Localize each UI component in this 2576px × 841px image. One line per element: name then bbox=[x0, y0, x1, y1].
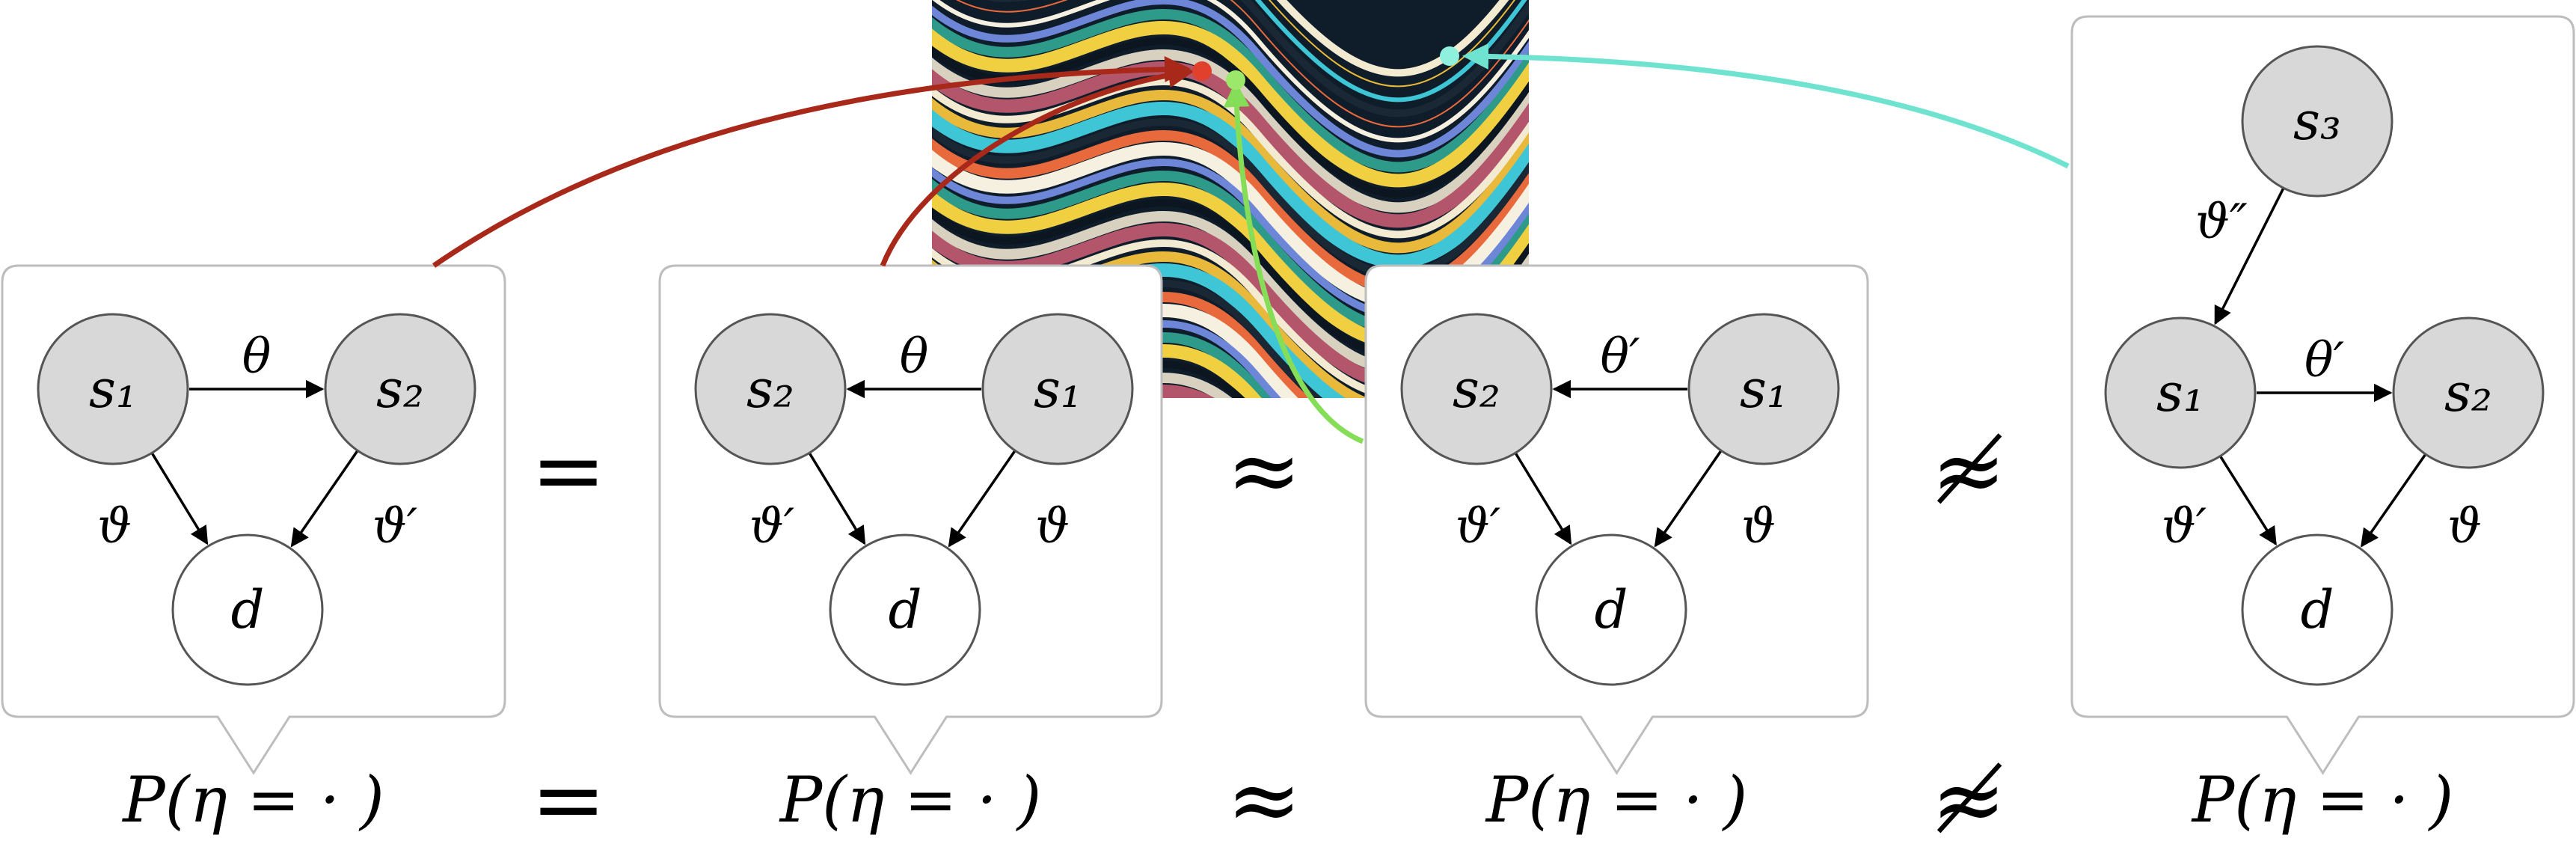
marble-band bbox=[932, 101, 1529, 269]
marble-band bbox=[932, 117, 1529, 279]
node-d-label: d bbox=[231, 579, 265, 640]
edge-label-top: θ bbox=[242, 329, 272, 385]
node-top-left-label: s₂ bbox=[746, 358, 794, 420]
marble-band bbox=[932, 89, 1529, 254]
panel-3: θ′ ϑ′ ϑ s₂ s₁ dP(η = · ) bbox=[1364, 264, 1869, 837]
red-point bbox=[1192, 61, 1212, 81]
node-d-label: d bbox=[889, 579, 922, 640]
panel-2: θ ϑ′ ϑ s₂ s₁ dP(η = · ) bbox=[658, 264, 1163, 837]
relation-top-2: ≈ bbox=[1227, 419, 1302, 523]
edge-label-top: θ bbox=[900, 329, 929, 385]
edge-left-to-d bbox=[804, 445, 866, 545]
marble-band bbox=[932, 0, 1529, 143]
formula-1: P(η = · ) bbox=[121, 763, 384, 837]
edge-label-right: ϑ bbox=[1035, 499, 1070, 554]
node-top-right-label: s₂ bbox=[376, 358, 424, 420]
node-top-left-label: s₁ bbox=[89, 358, 137, 420]
green-point bbox=[1226, 70, 1245, 90]
node-top-right: s₂ bbox=[324, 313, 476, 465]
cyan-point bbox=[1440, 46, 1459, 66]
node-top-right-label: s₂ bbox=[2444, 362, 2492, 423]
panel-4: ϑ″ s₃ θ′ ϑ′ ϑ s₁ s₂ dP(η = · ) bbox=[2070, 15, 2575, 837]
edge-right-to-d bbox=[290, 444, 364, 548]
relation-bottom-2: ≈ bbox=[1227, 748, 1302, 841]
panel-callout-box bbox=[2070, 15, 2575, 775]
node-d-label: d bbox=[1595, 579, 1628, 640]
edge-label-extra: ϑ″ bbox=[2195, 195, 2248, 250]
marble-band bbox=[932, 77, 1529, 239]
node-top-left: s₁ bbox=[37, 313, 189, 465]
edge-label-left: ϑ′ bbox=[749, 499, 795, 554]
edge-label-left: ϑ bbox=[97, 499, 132, 554]
edge-label-right: ϑ bbox=[2447, 499, 2482, 554]
marble-band bbox=[932, 8, 1529, 173]
panel-1: θ ϑ ϑ′ s₁ s₂ dP(η = · ) bbox=[1, 264, 506, 837]
node-top-right: s₁ bbox=[1687, 313, 1840, 465]
node-d: d bbox=[171, 533, 324, 686]
node-d: d bbox=[1535, 533, 1687, 686]
node-top-left: s₂ bbox=[1400, 313, 1553, 465]
formula-3: P(η = · ) bbox=[1485, 763, 1748, 837]
red-arrow-from-panel-2 bbox=[880, 61, 1195, 267]
green-arrow-from-panel-3 bbox=[1223, 81, 1364, 444]
edge-label-right: ϑ′ bbox=[372, 499, 418, 554]
edge-s3-to-s1 bbox=[2214, 187, 2285, 325]
node-s3: s₃ bbox=[2241, 45, 2393, 198]
edge-right-to-d bbox=[2361, 447, 2431, 548]
marble-band bbox=[932, 20, 1529, 188]
edge-label-right: ϑ bbox=[1741, 499, 1776, 554]
node-top-left-label: s₂ bbox=[1453, 358, 1500, 420]
relation-top-3: ≉ bbox=[1931, 419, 2007, 523]
node-top-left: s₂ bbox=[694, 313, 847, 465]
node-top-right: s₂ bbox=[2392, 316, 2545, 469]
edge-left-to-d bbox=[147, 445, 209, 545]
relation-bottom-1: = bbox=[531, 748, 607, 841]
edge-label-left: ϑ′ bbox=[1456, 499, 1501, 554]
edge-label-top: θ′ bbox=[1600, 329, 1640, 385]
attention-arrows bbox=[432, 43, 2070, 444]
node-top-left-label: s₁ bbox=[2156, 362, 2204, 423]
formula-2: P(η = · ) bbox=[779, 763, 1042, 837]
relation-top-1: = bbox=[531, 419, 607, 523]
marble-band bbox=[932, 0, 1529, 158]
node-top-right-label: s₁ bbox=[1740, 358, 1788, 420]
edge-left-to-d bbox=[2215, 449, 2277, 546]
edge-right-to-d bbox=[1654, 444, 1727, 548]
formula-4: P(η = · ) bbox=[2191, 763, 2454, 837]
edge-label-left: ϑ′ bbox=[2162, 499, 2207, 554]
relation-bottom-3: ≉ bbox=[1931, 748, 2007, 841]
marble-band bbox=[986, 0, 1529, 117]
node-d-label: d bbox=[2301, 579, 2334, 640]
cyan-arrow-from-panel-4 bbox=[1462, 43, 2070, 169]
node-s3-label: s₃ bbox=[2293, 91, 2341, 152]
edge-left-to-d bbox=[1510, 445, 1572, 545]
node-d: d bbox=[2241, 533, 2393, 686]
marble-band bbox=[956, 0, 1529, 128]
node-top-right: s₁ bbox=[981, 313, 1134, 465]
marble-band bbox=[1254, 0, 1527, 103]
marble-band bbox=[1268, 0, 1516, 88]
node-top-left: s₁ bbox=[2104, 316, 2257, 469]
edge-right-to-d bbox=[948, 444, 1021, 548]
node-d: d bbox=[829, 533, 981, 686]
edge-label-top: θ′ bbox=[2304, 333, 2345, 388]
red-arrow-from-panel-1 bbox=[432, 56, 1191, 268]
node-top-right-label: s₁ bbox=[1034, 358, 1082, 420]
